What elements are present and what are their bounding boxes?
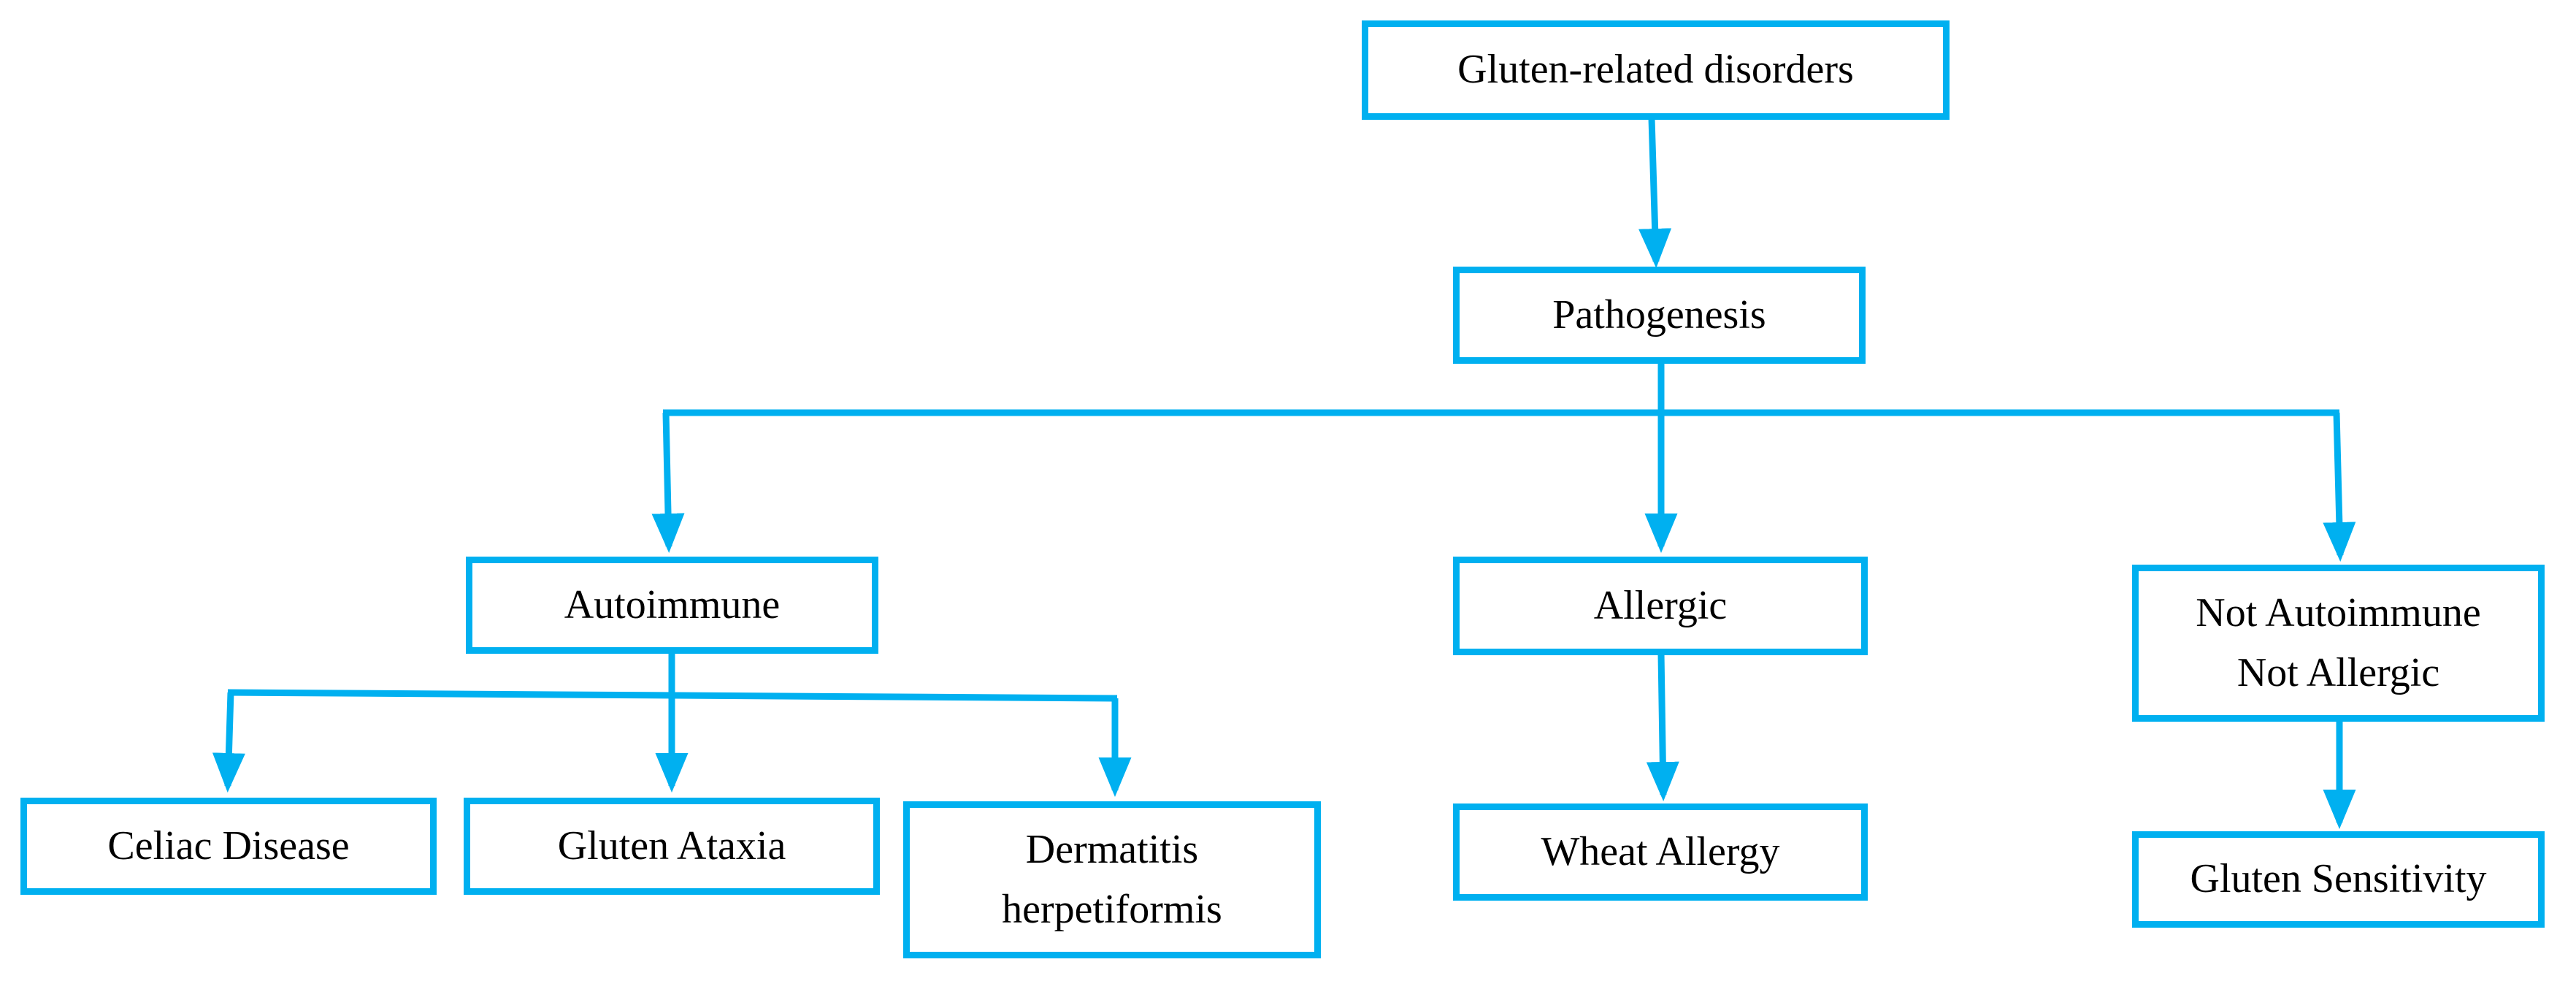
node-label-line: Pathogenesis [1552, 291, 1766, 337]
connector-root-to-pathogenesis [1638, 118, 1672, 268]
node-celiac-disease: Celiac Disease [20, 798, 437, 895]
node-label-line: Dermatitis [1025, 827, 1199, 873]
node-label-line: Celiac Disease [107, 822, 350, 869]
node-label-line: Not Allergic [2236, 649, 2440, 695]
node-pathogenesis: Pathogenesis [1453, 267, 1866, 364]
node-gluten-related-disorders: Gluten-related disorders [1362, 20, 1950, 120]
node-label-line: Allergic [1593, 582, 1728, 628]
node-label-line: Gluten Sensitivity [2190, 856, 2487, 902]
node-gluten-ataxia: Gluten Ataxia [464, 798, 880, 895]
connector-pathogenesis-to-not-autoimmune [2323, 412, 2356, 562]
node-label-line: Autoimmune [564, 581, 781, 627]
node-label-line: Gluten-related disorders [1457, 47, 1854, 93]
node-dermatitis-herpetiformis: Dermatitis herpetiformis [903, 801, 1321, 958]
node-autoimmune: Autoimmune [466, 557, 878, 654]
node-allergic: Allergic [1453, 557, 1868, 655]
connector-allergic-to-wheat [1646, 653, 1679, 801]
node-label-line: herpetiformis [1002, 886, 1222, 932]
node-gluten-sensitivity: Gluten Sensitivity [2132, 831, 2545, 928]
node-label-line: Wheat Allergy [1541, 828, 1780, 874]
node-label-line: Not Autoimmune [2196, 590, 2481, 636]
connector-autoimmune-to-celiac [212, 692, 245, 793]
node-wheat-allergy: Wheat Allergy [1453, 803, 1868, 901]
node-not-autoimmune-not-allergic: Not Autoimmune Not Allergic [2132, 565, 2545, 722]
connector-pathogenesis-to-autoimmune [651, 412, 685, 553]
node-label-line: Gluten Ataxia [557, 822, 786, 869]
